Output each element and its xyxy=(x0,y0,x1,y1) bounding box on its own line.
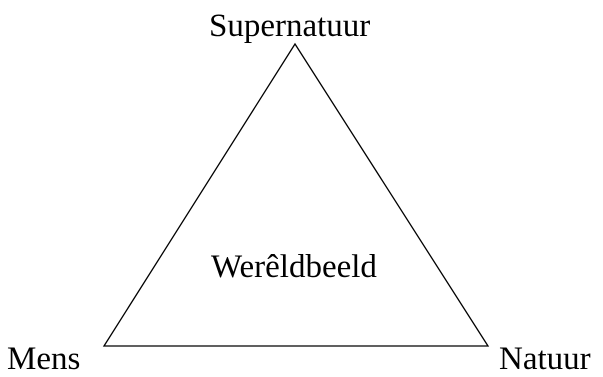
node-label-bottom-left: Mens xyxy=(7,341,81,377)
triangle-outline xyxy=(102,42,490,347)
node-label-top: Supernatuur xyxy=(209,8,371,44)
node-label-bottom-right: Natuur xyxy=(499,341,591,377)
center-label: Werêldbeeld xyxy=(211,249,377,285)
